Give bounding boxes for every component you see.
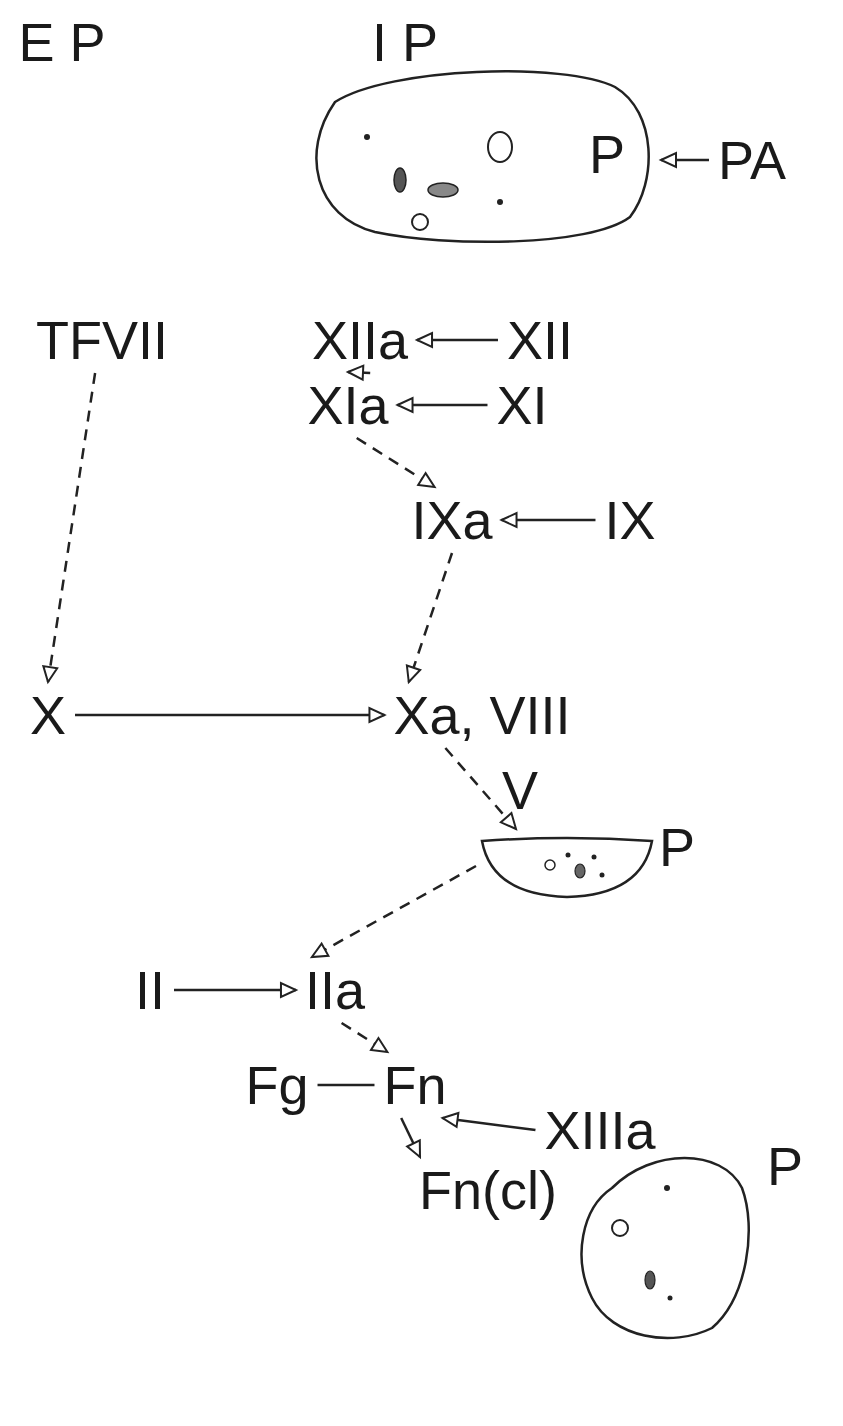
arrowhead	[443, 1113, 459, 1127]
solid-arrow	[417, 333, 498, 347]
platelet-granule	[575, 864, 585, 878]
platelet-outline	[482, 835, 652, 897]
platelet-granule	[545, 860, 555, 870]
factor-label: Fn(cl)	[419, 1163, 557, 1217]
platelet-granule	[428, 183, 458, 197]
factor-label: IX	[604, 493, 655, 547]
arrowhead	[407, 666, 420, 682]
factor-label: XIa	[307, 378, 388, 432]
connector-line	[409, 553, 452, 682]
platelet-granule	[364, 134, 370, 140]
pathway-label: I P	[372, 15, 438, 69]
factor-node: IIa	[302, 963, 368, 1017]
factor-node: IXa	[408, 493, 495, 547]
factor-node: Fn	[380, 1058, 449, 1112]
factor-node: XII	[504, 313, 576, 367]
factor-label: Fn	[383, 1058, 446, 1112]
factor-node: XIIa	[309, 313, 411, 367]
solid-arrow	[318, 1085, 375, 1086]
factor-label: XI	[496, 378, 547, 432]
arrowhead	[312, 944, 329, 957]
arrowhead	[369, 708, 384, 722]
platelet-granule	[412, 214, 428, 230]
arrowhead	[398, 398, 413, 412]
node-label: P	[659, 820, 695, 874]
factor-node: XIIIa	[541, 1103, 658, 1157]
platelet-fragment: VP	[482, 835, 652, 897]
factor-node: TFVII	[33, 313, 171, 367]
platelet-outline	[316, 71, 648, 241]
factor-node: Fg	[242, 1058, 311, 1112]
factor-label: II	[135, 963, 165, 1017]
connector-line	[312, 866, 476, 957]
platelet-granule	[668, 1296, 673, 1301]
node-label: P	[589, 127, 625, 181]
factor-label: XIIIa	[544, 1103, 655, 1157]
factor-label: XIIa	[312, 313, 408, 367]
pathway-label: E P	[18, 15, 105, 69]
factor-label: XII	[507, 313, 573, 367]
dashed-arrow	[357, 438, 435, 487]
platelet-granule	[600, 873, 605, 878]
solid-arrow	[398, 398, 488, 412]
solid-arrow	[502, 513, 596, 527]
arrowhead	[661, 153, 676, 167]
factor-node: Fn(cl)	[416, 1163, 560, 1217]
factor-node: Xa, VIII	[390, 688, 573, 742]
connector-line	[357, 438, 435, 487]
platelet-outline	[482, 838, 652, 897]
connector-line	[75, 714, 384, 717]
factor-label: IXa	[411, 493, 492, 547]
connector-line	[401, 1118, 420, 1157]
node-label: V	[502, 763, 538, 817]
arrowhead	[281, 983, 296, 997]
solid-arrow	[174, 983, 296, 997]
platelet-shape: P	[572, 1148, 752, 1343]
connector-line	[48, 373, 95, 682]
arrowhead	[502, 513, 517, 527]
factor-label: Fg	[245, 1058, 308, 1112]
platelet-granule	[664, 1185, 670, 1191]
arrowhead	[407, 1140, 420, 1157]
connector-line	[174, 989, 296, 992]
solid-arrow	[401, 1118, 420, 1157]
factor-label: Xa, VIII	[393, 688, 570, 742]
factor-node: XIa	[304, 378, 391, 432]
connector-line	[342, 1023, 388, 1052]
platelet-granule	[612, 1220, 628, 1236]
platelet-outline	[572, 1148, 752, 1343]
arrowhead	[371, 1038, 387, 1052]
platelet-granule	[566, 853, 571, 858]
factor-label: TFVII	[36, 313, 168, 367]
dashed-arrow	[312, 866, 476, 957]
platelet-outline	[582, 1158, 749, 1338]
dashed-arrow	[342, 1023, 388, 1052]
platelet-shape: P	[295, 62, 655, 247]
factor-node: II	[132, 963, 168, 1017]
connector-line	[318, 1084, 375, 1087]
arrowhead	[418, 473, 434, 487]
platelet-granule	[592, 855, 597, 860]
node-label: P	[767, 1139, 803, 1193]
platelet-granule	[645, 1271, 655, 1289]
dashed-arrow	[407, 553, 452, 682]
factor-node: IX	[601, 493, 658, 547]
factor-node: XI	[493, 378, 550, 432]
factor-label: PA	[718, 133, 786, 187]
dashed-arrow	[43, 373, 95, 682]
solid-arrow	[75, 708, 384, 722]
solid-arrow	[443, 1113, 536, 1130]
factor-label: IIa	[305, 963, 365, 1017]
arrowhead	[43, 666, 57, 682]
factor-label: X	[30, 688, 66, 742]
platelet-granule	[497, 199, 503, 205]
platelet-granule	[394, 168, 406, 192]
solid-arrow	[661, 153, 709, 167]
factor-node: PA	[715, 133, 789, 187]
factor-node: X	[27, 688, 69, 742]
platelet-granule	[488, 132, 512, 162]
arrowhead	[417, 333, 432, 347]
